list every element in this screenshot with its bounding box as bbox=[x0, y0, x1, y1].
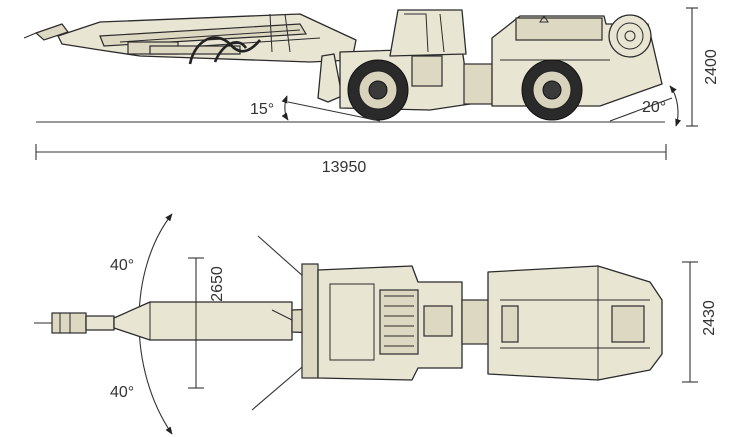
front-tilt-label: 15° bbox=[250, 101, 274, 118]
rear-tilt-label: 20° bbox=[642, 99, 666, 116]
height-label: 2400 bbox=[703, 49, 720, 85]
boom-width-label: 2650 bbox=[209, 266, 226, 302]
top-front-frame bbox=[317, 265, 463, 381]
swing-down-label: 40° bbox=[110, 384, 134, 401]
front-tilt-arrow bbox=[281, 95, 289, 121]
top-articulation bbox=[461, 299, 491, 345]
rear-tilt-line bbox=[609, 97, 673, 122]
top-cutter-head bbox=[34, 312, 115, 334]
articulation-joint bbox=[463, 63, 495, 105]
top-front-blade bbox=[301, 263, 319, 379]
swing-up-label: 40° bbox=[110, 257, 134, 274]
side-view: 15° 20° 2400 13950 bbox=[23, 7, 720, 176]
rear-wheel bbox=[521, 59, 583, 121]
front-blade bbox=[317, 53, 343, 103]
top-rear-body bbox=[487, 265, 663, 381]
front-tilt-line bbox=[287, 101, 381, 122]
cable-reel bbox=[608, 14, 652, 58]
length-label: 13950 bbox=[322, 159, 367, 176]
top-view: 40° 40° 2650 bbox=[34, 213, 718, 435]
front-wheel bbox=[347, 59, 409, 121]
side-boom bbox=[23, 13, 357, 65]
rear-tilt-arrow bbox=[669, 85, 682, 127]
machine-width-label: 2430 bbox=[701, 300, 718, 336]
